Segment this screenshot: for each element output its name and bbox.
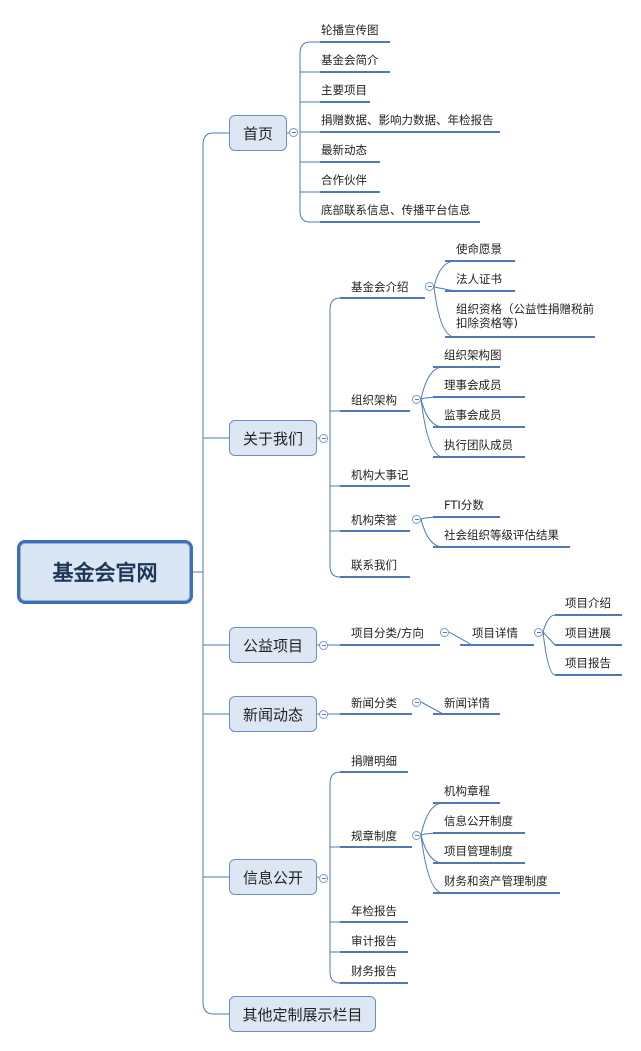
connector-line — [420, 802, 444, 836]
disclosure-rules-item[interactable]: 机构章程 — [444, 784, 490, 798]
section-home[interactable]: 首页 — [229, 115, 287, 151]
section-disclosure[interactable]: 信息公开 — [229, 859, 317, 895]
connector-line — [329, 771, 350, 785]
collapse-toggle-icon[interactable] — [319, 710, 328, 719]
home-item[interactable]: 基金会简介 — [321, 53, 379, 67]
connector-line — [329, 297, 350, 311]
disclosure-rules-item[interactable]: 项目管理制度 — [444, 844, 513, 858]
disclosure-audit[interactable]: 审计报告 — [351, 934, 397, 948]
about-honor-item[interactable]: 社会组织等级评估结果 — [444, 528, 559, 542]
about-events[interactable]: 机构大事记 — [351, 468, 409, 482]
connector-line — [420, 366, 444, 400]
about-honor-item[interactable]: FTI分数 — [444, 498, 484, 512]
about-intro-item[interactable]: 法人证书 — [456, 272, 502, 286]
section-custom[interactable]: 其他定制展示栏目 — [229, 996, 376, 1032]
collapse-toggle-icon[interactable] — [412, 395, 421, 404]
home-item[interactable]: 捐赠数据、影响力数据、年检报告 — [321, 113, 494, 127]
connector-line — [329, 565, 350, 578]
collapse-toggle-icon[interactable] — [319, 434, 328, 443]
connector-line — [448, 631, 473, 646]
disclosure-rules-item[interactable]: 财务和资产管理制度 — [444, 874, 548, 888]
collapse-toggle-icon[interactable] — [534, 628, 543, 637]
news-category[interactable]: 新闻分类 — [351, 696, 397, 710]
about-org-item[interactable]: 监事会成员 — [444, 408, 502, 422]
about-intro-item[interactable]: 使命愿景 — [456, 242, 502, 256]
projects-detail[interactable]: 项目详情 — [472, 626, 518, 640]
connector-line — [433, 260, 456, 288]
connector-line — [420, 518, 444, 548]
connector-line — [433, 286, 456, 338]
about-intro-item[interactable]: 组织资格（公益性捐赠税前扣除资格等) — [456, 302, 594, 330]
about-org[interactable]: 组织架构 — [351, 393, 397, 407]
connector-line — [542, 631, 556, 646]
disclosure-annual[interactable]: 年检报告 — [351, 904, 397, 918]
about-contact[interactable]: 联系我们 — [351, 558, 397, 572]
projects-category[interactable]: 项目分类/方向 — [351, 626, 424, 640]
collapse-toggle-icon[interactable] — [319, 641, 328, 650]
home-item[interactable]: 合作伙伴 — [321, 173, 367, 187]
disclosure-rules[interactable]: 规章制度 — [351, 829, 397, 843]
about-org-item[interactable]: 组织架构图 — [444, 348, 502, 362]
connector-line — [542, 631, 556, 676]
collapse-toggle-icon[interactable] — [412, 831, 421, 840]
disclosure-rules-item[interactable]: 信息公开制度 — [444, 814, 513, 828]
home-item[interactable]: 最新动态 — [321, 143, 367, 157]
collapse-toggle-icon[interactable] — [412, 515, 421, 524]
connector-line — [202, 132, 229, 146]
disclosure-finance[interactable]: 财务报告 — [351, 964, 397, 978]
root-node[interactable]: 基金会官网 — [17, 540, 193, 604]
section-projects[interactable]: 公益项目 — [229, 627, 317, 663]
collapse-toggle-icon[interactable] — [412, 698, 421, 707]
collapse-toggle-icon[interactable] — [289, 128, 298, 137]
connector-line — [299, 210, 320, 223]
about-org-item[interactable]: 执行团队成员 — [444, 438, 513, 452]
connector-line — [542, 614, 556, 633]
projects-item[interactable]: 项目进展 — [565, 626, 611, 640]
connector-line — [420, 701, 444, 715]
disclosure-donation[interactable]: 捐赠明细 — [351, 754, 397, 768]
connector-line — [202, 1001, 229, 1015]
projects-item[interactable]: 项目介绍 — [565, 596, 611, 610]
collapse-toggle-icon[interactable] — [319, 874, 328, 883]
connector-line — [299, 41, 320, 55]
collapse-toggle-icon[interactable] — [425, 282, 434, 291]
home-item[interactable]: 轮播宣传图 — [321, 23, 379, 37]
collapse-toggle-icon[interactable] — [440, 628, 449, 637]
projects-item[interactable]: 项目报告 — [565, 656, 611, 670]
section-about[interactable]: 关于我们 — [229, 420, 317, 456]
home-item[interactable]: 底部联系信息、传播平台信息 — [321, 203, 471, 217]
about-honor[interactable]: 机构荣誉 — [351, 513, 397, 527]
home-item[interactable]: 主要项目 — [321, 83, 367, 97]
about-org-item[interactable]: 理事会成员 — [444, 378, 502, 392]
news-detail[interactable]: 新闻详情 — [444, 696, 490, 710]
section-news[interactable]: 新闻动态 — [229, 696, 317, 732]
connector-line — [329, 971, 350, 984]
about-intro[interactable]: 基金会介绍 — [351, 280, 409, 294]
